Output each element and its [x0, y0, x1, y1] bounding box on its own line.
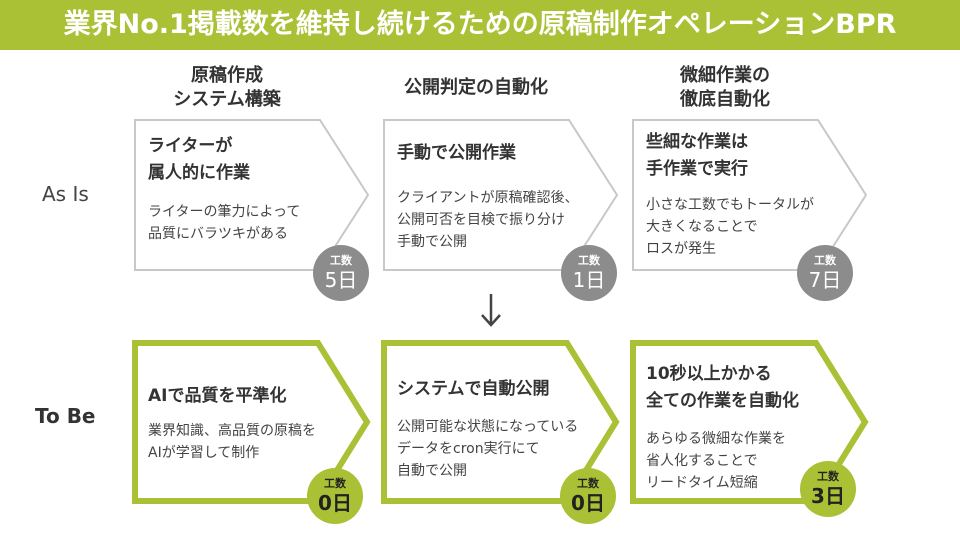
row-label-as-is: As Is — [42, 182, 89, 206]
to-be-card-2-effort-badge: 工数 0日 — [560, 468, 616, 524]
badge-label: 工数 — [578, 254, 600, 267]
badge-value: 5日 — [324, 268, 358, 292]
as-is-card-3-shape — [632, 119, 868, 271]
badge-value: 3日 — [811, 484, 845, 508]
as-is-card-2-body: クライアントが原稿確認後、 公開可否を目検で振り分け 手動で公開 — [397, 190, 579, 250]
to-be-card-2-shape — [381, 340, 620, 504]
to-be-card-3-effort-badge: 工数 3日 — [800, 461, 856, 517]
to-be-card-1-shape — [132, 340, 371, 504]
column-heading-system-build: 原稿作成 システム構築 — [173, 65, 281, 110]
as-is-card-1-effort-badge: 工数 5日 — [313, 245, 369, 301]
badge-value: 0日 — [571, 491, 605, 515]
as-is-card-3-title: 些細な作業は 手作業で実行 — [646, 132, 748, 179]
badge-value: 0日 — [318, 491, 352, 515]
to-be-card-2-body: 公開可能な状態になっている データをcron実行にて 自動で公開 — [397, 419, 579, 479]
as-is-card-3-body: 小さな工数でもトータルが 大きくなることで ロスが発生 — [646, 197, 814, 257]
to-be-card-1-body: 業界知識、高品質の原稿を AIが学習して制作 — [148, 423, 316, 461]
to-be-card-3-title: 10秒以上かかる 全ての作業を自動化 — [646, 364, 799, 411]
as-is-card-1-shape — [134, 119, 370, 271]
to-be-card-2-title: システムで自動公開 — [397, 379, 550, 399]
badge-label: 工数 — [817, 470, 839, 483]
badge-label: 工数 — [577, 477, 599, 490]
to-be-card-3-body: あらゆる微細な作業を 省人化することで リードタイム短縮 — [646, 431, 786, 491]
as-is-card-2-shape — [383, 119, 619, 271]
to-be-card-1-effort-badge: 工数 0日 — [307, 468, 363, 524]
page-title: 業界No.1掲載数を維持し続けるための原稿制作オペレーションBPR — [0, 0, 960, 50]
badge-label: 工数 — [330, 254, 352, 267]
column-heading-micro-automation: 微細作業の 徹底自動化 — [680, 65, 770, 110]
to-be-card-1-title: AIで品質を平準化 — [148, 386, 287, 406]
column-heading-auto-judgement: 公開判定の自動化 — [404, 77, 548, 98]
badge-value: 7日 — [808, 268, 842, 292]
as-is-card-1-title: ライターが 属人的に作業 — [148, 136, 250, 183]
as-is-card-2-title: 手動で公開作業 — [397, 143, 516, 163]
as-is-card-1-body: ライターの筆力によって 品質にバラツキがある — [148, 204, 301, 242]
badge-label: 工数 — [324, 477, 346, 490]
row-label-to-be: To Be — [35, 404, 96, 428]
badge-value: 1日 — [572, 268, 606, 292]
as-is-card-3-effort-badge: 工数 7日 — [797, 245, 853, 301]
badge-label: 工数 — [814, 254, 836, 267]
arrow-down-icon — [481, 294, 501, 327]
as-is-card-2-effort-badge: 工数 1日 — [561, 245, 617, 301]
to-be-card-3-shape — [630, 340, 869, 504]
